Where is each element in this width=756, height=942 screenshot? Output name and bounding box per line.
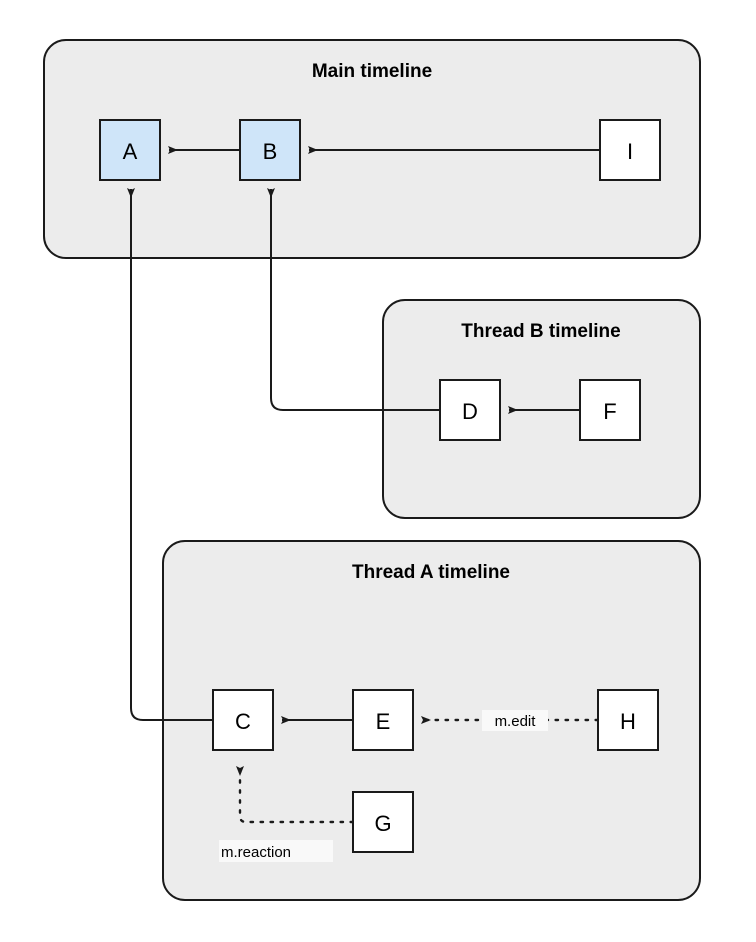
node-g-label: G [374, 811, 391, 836]
panel-thread-b-timeline-title: Thread B timeline [461, 321, 620, 342]
edge-h-to-e-label-bg [482, 710, 548, 731]
node-d[interactable]: D [439, 379, 501, 441]
node-h-label: H [620, 709, 636, 734]
edge-h-to-e-label: m.edit [495, 713, 537, 730]
node-g[interactable]: G [352, 791, 414, 853]
node-b[interactable]: B [239, 119, 301, 181]
node-e[interactable]: E [352, 689, 414, 751]
node-c[interactable]: C [212, 689, 274, 751]
node-h[interactable]: H [597, 689, 659, 751]
node-f[interactable]: F [579, 379, 641, 441]
node-a-box[interactable] [99, 119, 161, 181]
node-c-label: C [235, 709, 251, 734]
edge-d-to-b [267, 188, 440, 411]
edge-c-to-a [127, 188, 213, 721]
node-f-box[interactable] [579, 379, 641, 441]
panel-main-timeline-title: Main timeline [312, 61, 432, 82]
node-b-label: B [263, 139, 278, 164]
node-b-box[interactable] [239, 119, 301, 181]
node-c-box[interactable] [212, 689, 274, 751]
node-i-label: I [627, 139, 633, 164]
node-i[interactable]: I [599, 119, 661, 181]
node-i-box[interactable] [599, 119, 661, 181]
node-d-box[interactable] [439, 379, 501, 441]
node-a-label: A [123, 139, 138, 164]
node-a[interactable]: A [99, 119, 161, 181]
edge-h-to-e: m.edit [420, 710, 600, 731]
node-e-label: E [376, 709, 391, 734]
node-g-box[interactable] [352, 791, 414, 853]
edge-g-to-c-label: m.reaction [221, 844, 291, 861]
edge-g-to-c-label-bg [219, 840, 333, 862]
node-e-box[interactable] [352, 689, 414, 751]
edge-g-to-c: m.reaction [219, 765, 355, 862]
panel-thread-a-timeline-title: Thread A timeline [352, 562, 510, 583]
node-d-label: D [462, 399, 478, 424]
node-f-label: F [603, 399, 616, 424]
node-h-box[interactable] [597, 689, 659, 751]
